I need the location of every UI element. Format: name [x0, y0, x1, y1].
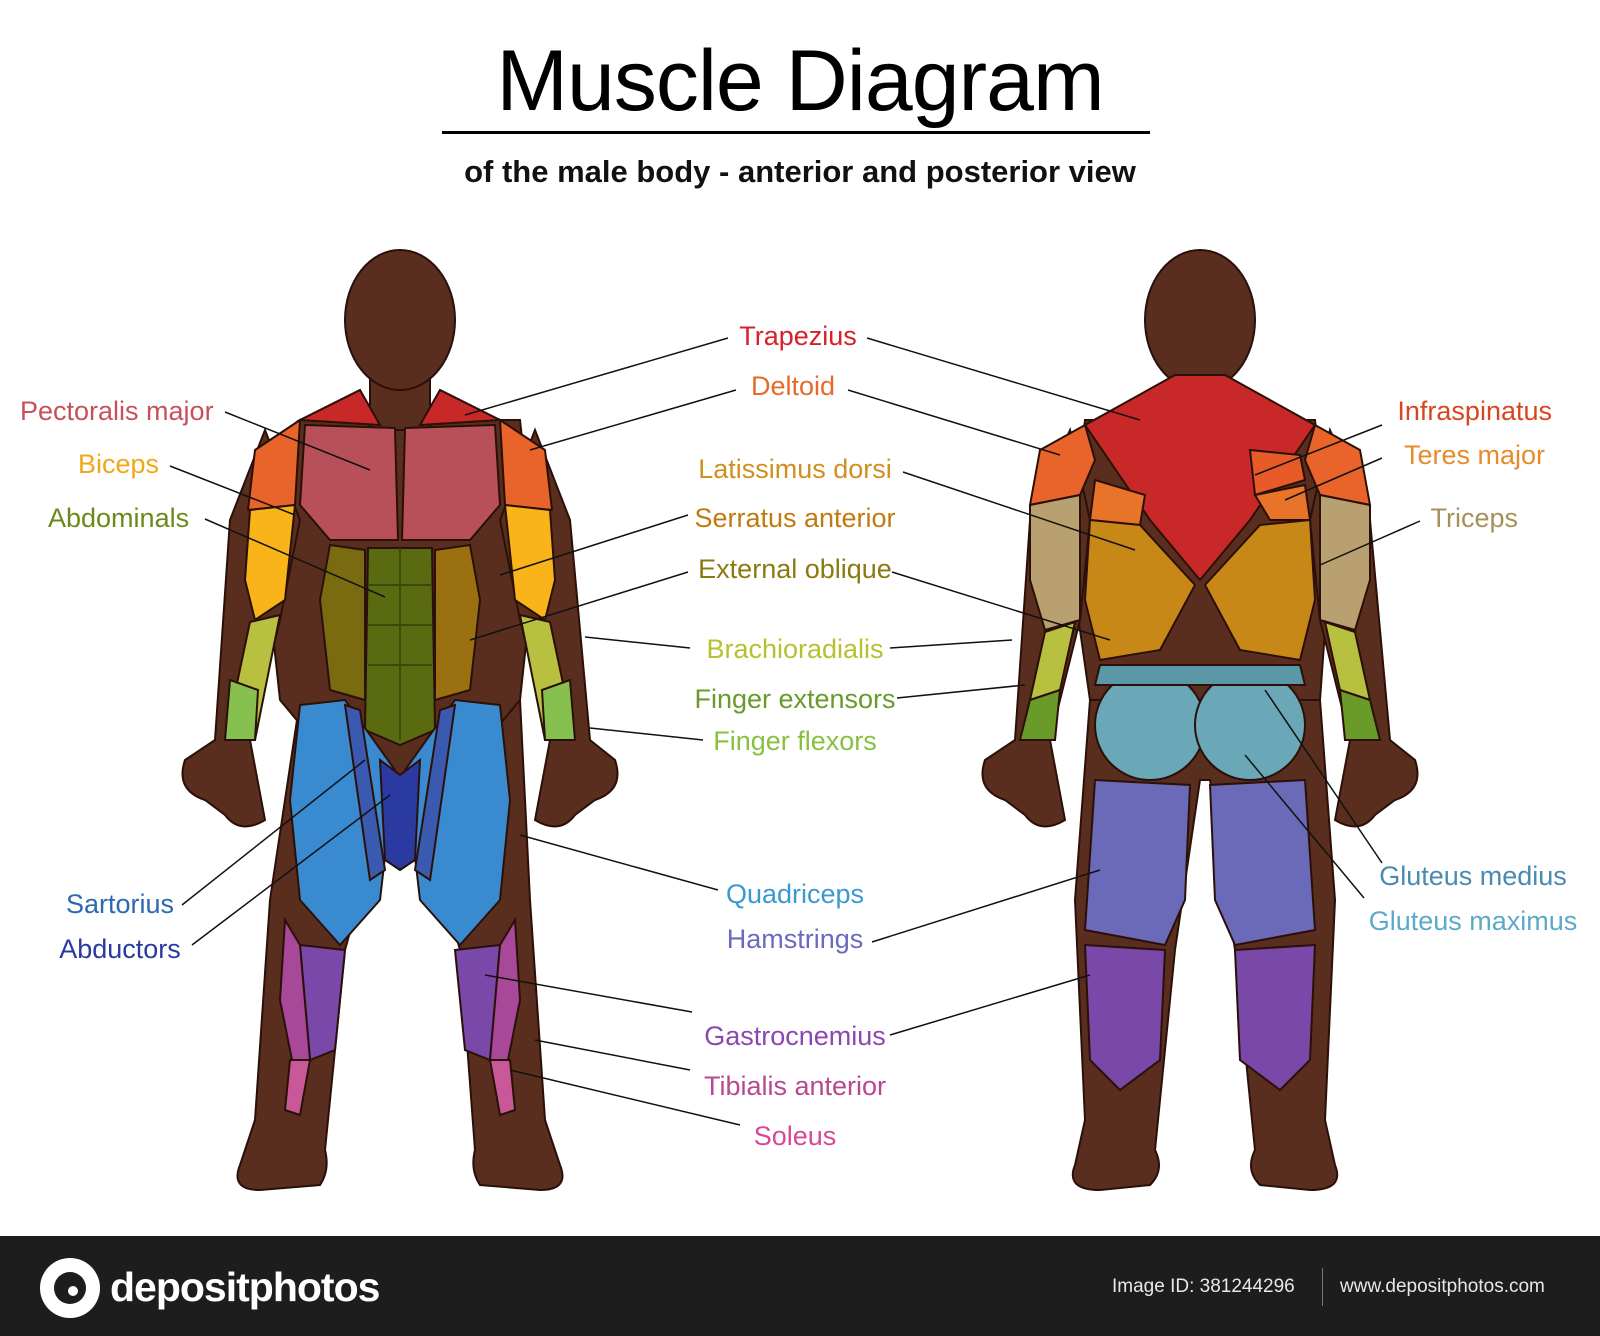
posterior-left-hamstrings: [1083, 778, 1192, 947]
posterior-right-triceps: [1319, 493, 1371, 632]
label-sartorius: Sartorius: [66, 889, 174, 919]
label-teres-major: Teres major: [1404, 440, 1545, 470]
label-trapezius: Trapezius: [739, 321, 857, 351]
label-quadriceps: Quadriceps: [726, 879, 864, 909]
anterior-right-forearm-flexor: [540, 678, 577, 741]
title-underline: [442, 131, 1150, 134]
labels: Trapezius Deltoid Pectoralis major Infra…: [20, 321, 1577, 1151]
label-brachioradialis: Brachioradialis: [706, 634, 883, 664]
label-tibialis-anterior: Tibialis anterior: [704, 1071, 886, 1101]
posterior-gluteus-medius: [1093, 664, 1307, 686]
anterior-left-forearm-flexor: [223, 678, 260, 741]
anterior-figure: [181, 249, 619, 1192]
anterior-right-deltoid: [498, 418, 554, 512]
label-gluteus-medius: Gluteus medius: [1379, 861, 1567, 891]
watermark-footer: depositphotos Image ID: 381244296 www.de…: [0, 1236, 1600, 1336]
anterior-trapezius: [296, 388, 382, 427]
posterior-right-latissimus: [1203, 518, 1317, 662]
muscle-diagram: Trapezius Deltoid Pectoralis major Infra…: [20, 249, 1577, 1192]
posterior-left-gastrocnemius: [1083, 943, 1167, 1092]
label-gluteus-maximus: Gluteus maximus: [1369, 906, 1578, 936]
label-abductors: Abductors: [59, 934, 181, 964]
anterior-left-deltoid: [246, 418, 302, 512]
posterior-left-latissimus: [1083, 518, 1197, 662]
leader-lines: [169, 337, 1421, 1126]
anterior-left-soleus: [283, 1059, 312, 1117]
label-soleus: Soleus: [754, 1121, 837, 1151]
label-hamstrings: Hamstrings: [727, 924, 864, 954]
anterior-right-sartorius: [413, 703, 457, 882]
logo-dot-icon: [68, 1286, 78, 1296]
label-deltoid: Deltoid: [751, 371, 835, 401]
anterior-left-pectoral: [298, 423, 400, 541]
posterior-trapezius: [1083, 374, 1317, 582]
posterior-right-gastrocnemius: [1233, 943, 1317, 1092]
anterior-abductors: [378, 757, 422, 872]
footer-brand: depositphotos: [110, 1264, 380, 1310]
posterior-left-gluteus-maximus: [1094, 669, 1206, 781]
label-finger-flexors: Finger flexors: [713, 726, 877, 756]
anterior-left-biceps: [243, 503, 297, 622]
label-biceps: Biceps: [78, 449, 159, 479]
posterior-head: [1144, 249, 1256, 391]
anterior-head: [344, 249, 456, 391]
anterior-right-soleus: [488, 1059, 517, 1117]
anterior-trapezius-right: [418, 388, 504, 427]
posterior-right-finger-extensors: [1338, 688, 1382, 741]
label-finger-extensors: Finger extensors: [694, 684, 895, 714]
label-triceps: Triceps: [1430, 503, 1518, 533]
label-serratus-anterior: Serratus anterior: [694, 503, 895, 533]
anterior-right-oblique: [434, 543, 482, 702]
label-external-oblique: External oblique: [698, 554, 892, 584]
anterior-right-pectoral: [400, 423, 502, 541]
label-latissimus-dorsi: Latissimus dorsi: [698, 454, 892, 484]
footer-divider: [1322, 1268, 1323, 1306]
label-abdominals: Abdominals: [48, 503, 189, 533]
depositphotos-logo-icon: [40, 1258, 100, 1318]
posterior-right-hamstrings: [1208, 778, 1317, 947]
anterior-right-biceps: [503, 503, 557, 622]
posterior-figure: [981, 249, 1419, 1192]
label-pectoralis-major: Pectoralis major: [20, 396, 214, 426]
posterior-legs-skin: [1071, 699, 1339, 1192]
footer-image-id: Image ID: 381244296: [1112, 1276, 1295, 1297]
label-gastrocnemius: Gastrocnemius: [704, 1021, 886, 1051]
page-subtitle: of the male body - anterior and posterio…: [464, 154, 1136, 189]
label-infraspinatus: Infraspinatus: [1397, 396, 1552, 426]
page-title: Muscle Diagram: [496, 33, 1104, 129]
posterior-left-finger-extensors: [1018, 688, 1062, 741]
anterior-left-sartorius: [343, 703, 387, 882]
footer-url: www.depositphotos.com: [1340, 1276, 1545, 1297]
